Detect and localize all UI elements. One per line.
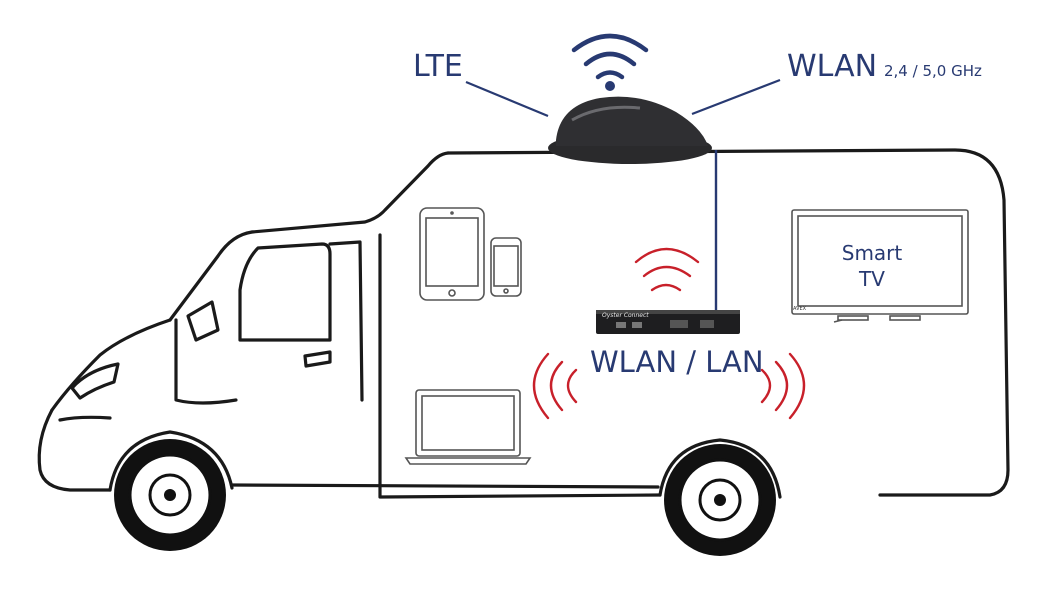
smart-tv-icon (791, 209, 969, 323)
signal-arcs-top (634, 247, 700, 292)
camper-van (37, 148, 1010, 499)
wlan-label: WLAN (787, 49, 878, 84)
wifi-icon (571, 33, 649, 91)
router-brand-label: Oyster Connect (602, 312, 649, 319)
tv-brand-label: AVEX (793, 306, 807, 312)
laptop-icon (404, 389, 532, 465)
signal-arcs-right (760, 352, 806, 420)
router-box (596, 310, 740, 334)
front-wheel (114, 439, 226, 551)
lte-leader-line (465, 80, 549, 118)
smart-tv-label: Smart TV (806, 240, 938, 292)
wlan-lan-label: WLAN / LAN (590, 345, 764, 379)
antenna-dome (548, 96, 712, 164)
rear-wheel (664, 444, 776, 556)
wlan-leader-line (691, 78, 781, 116)
smart-tv-label-line2: TV (859, 267, 885, 291)
smartphone-icon (490, 237, 522, 297)
tablet-icon (419, 207, 485, 301)
wlan-frequency-label: 2,4 / 5,0 GHz (884, 62, 982, 80)
smart-tv-label-line1: Smart (841, 241, 903, 265)
signal-arcs-left (532, 352, 578, 420)
lte-label: LTE (413, 49, 463, 84)
